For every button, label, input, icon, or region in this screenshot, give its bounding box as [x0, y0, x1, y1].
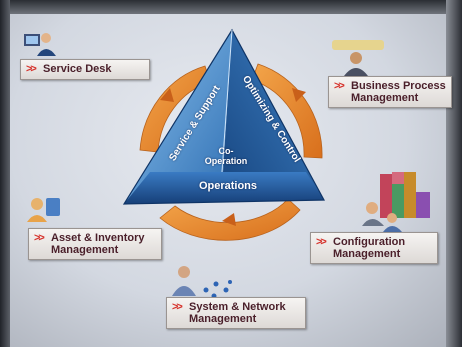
ring-arrow-2	[292, 88, 306, 102]
ring-arrow-1	[160, 88, 174, 102]
asset-inventory-box: >> Asset & Inventory Management	[28, 228, 162, 260]
business-process-icon	[332, 40, 384, 76]
service-desk-icon	[24, 33, 56, 56]
triangle-divider	[221, 29, 233, 173]
chevron-icon: >>	[26, 63, 37, 75]
system-network-icon	[172, 266, 232, 299]
service-desk-label: Service Desk	[43, 63, 112, 75]
chevron-icon: >>	[316, 236, 327, 248]
configuration-box: >> Configuration Management	[310, 232, 438, 264]
ring-arrow-3	[222, 213, 236, 226]
chevron-icon: >>	[34, 232, 45, 244]
triangle-outline	[122, 28, 325, 205]
screen-edge-top	[0, 0, 462, 14]
screen-edge-left	[0, 0, 10, 347]
configuration-label: Configuration Management	[333, 236, 406, 260]
chevron-icon: >>	[172, 301, 183, 313]
system-network-label: System & Network Management	[189, 301, 286, 325]
chevron-icon: >>	[334, 80, 345, 92]
operations-label: Operations	[198, 180, 258, 192]
business-process-label: Business Process Management	[351, 80, 446, 104]
ring-arc-bottom	[159, 198, 301, 241]
center-triangle	[122, 28, 325, 205]
cooperation-label: Co-Operation	[204, 146, 248, 166]
business-process-box: >> Business Process Management	[328, 76, 452, 108]
configuration-icon	[362, 172, 430, 232]
cycle-ring	[139, 63, 323, 241]
system-network-box: >> System & Network Management	[166, 297, 306, 329]
triangle-right-face	[222, 30, 324, 200]
ring-arc-top-right	[251, 63, 323, 159]
service-desk-box: >> Service Desk	[20, 59, 150, 80]
ring-arc-top-left	[139, 65, 211, 153]
asset-inventory-label: Asset & Inventory Management	[51, 232, 145, 256]
triangle-bottom-band	[124, 172, 324, 204]
asset-inventory-icon	[27, 198, 60, 222]
